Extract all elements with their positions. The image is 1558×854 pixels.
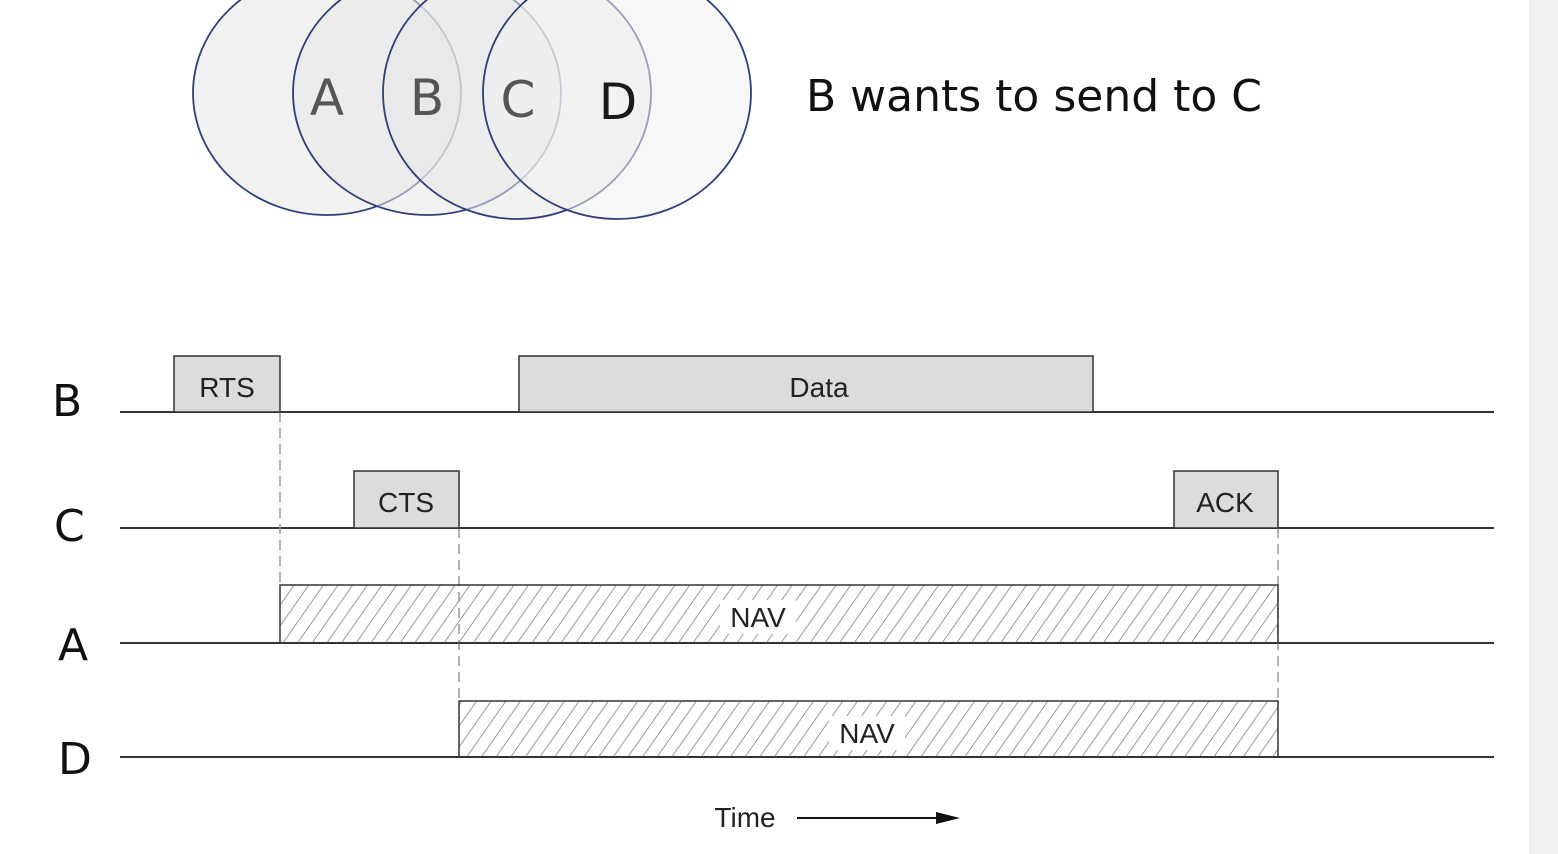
row-label-a: A	[58, 620, 88, 671]
nav-a-label: NAV	[730, 602, 786, 633]
venn-label-b: B	[410, 69, 444, 127]
venn-label-c: C	[501, 71, 536, 129]
nav-a-label-bg	[720, 600, 796, 634]
venn-diagram: A B C D	[192, 0, 752, 220]
frame-cts-label: CTS	[378, 487, 434, 518]
row-label-c: C	[54, 501, 85, 552]
row-label-d: D	[58, 734, 92, 785]
circle-d-range	[482, 0, 752, 220]
right-edge-strip	[1529, 0, 1558, 854]
frame-rts-label: RTS	[199, 372, 255, 403]
caption: B wants to send to C	[806, 71, 1262, 122]
time-arrow-head-icon	[936, 812, 960, 824]
frame-cts	[353, 470, 460, 529]
nav-d-label-bg	[829, 716, 905, 750]
frame-ack	[1173, 470, 1279, 529]
timeline: B C A D RTS Data CTS ACK NAV NAV Time	[52, 355, 1494, 833]
venn-label-d: D	[599, 73, 638, 131]
time-label: Time	[714, 802, 775, 833]
venn-label-a: A	[310, 69, 344, 127]
frame-ack-label: ACK	[1196, 487, 1254, 518]
frame-data	[518, 355, 1094, 413]
row-label-b: B	[52, 376, 82, 427]
nav-d-label: NAV	[839, 718, 895, 749]
frame-rts	[173, 355, 281, 413]
frame-data-label: Data	[789, 372, 849, 403]
